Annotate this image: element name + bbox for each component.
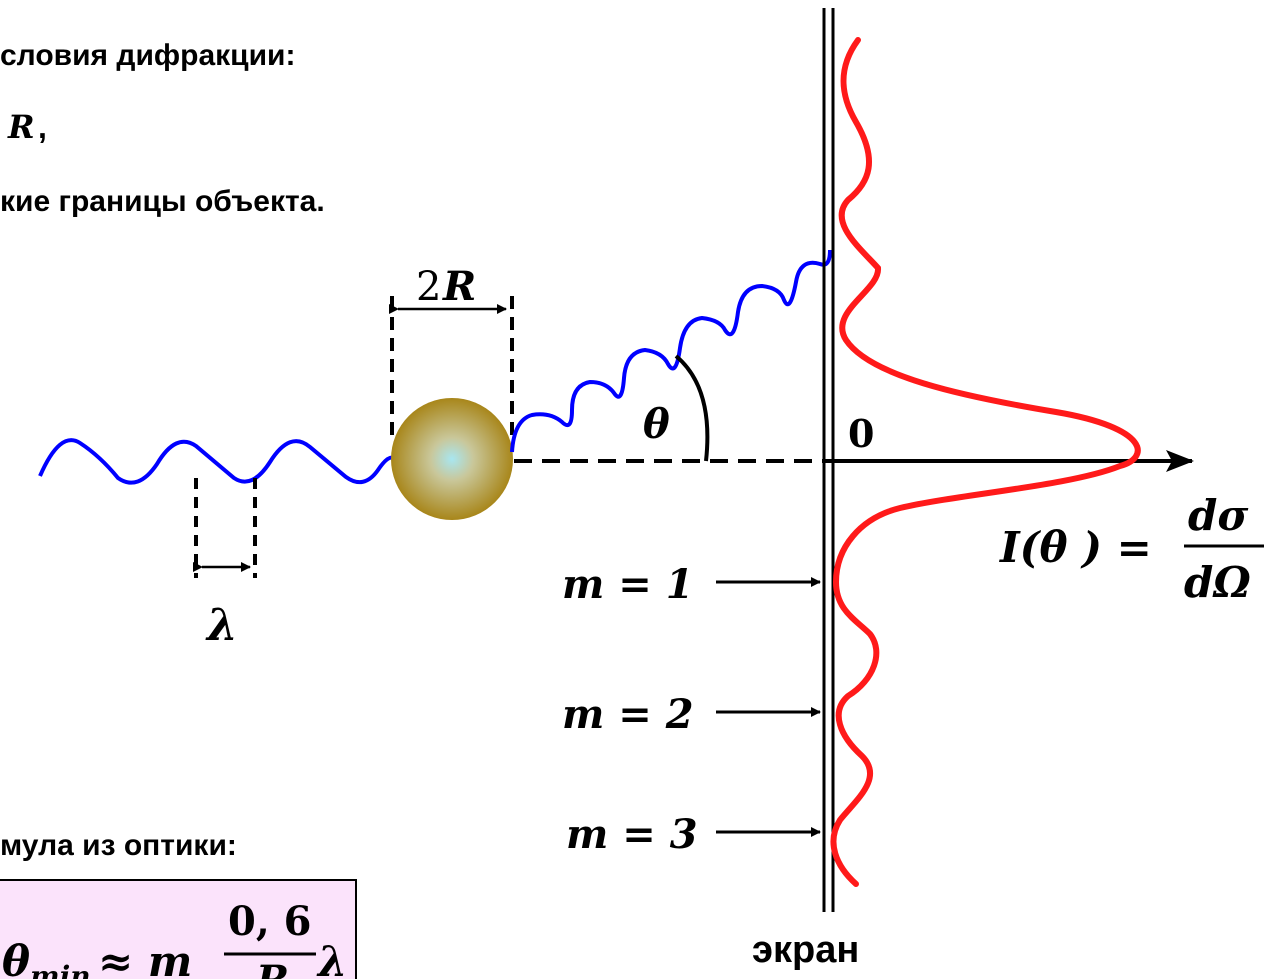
intensity-curve xyxy=(830,37,1141,887)
minimum-2-label: m = 2 xyxy=(562,691,694,738)
diameter-coef: 2 xyxy=(416,264,441,310)
origin-label: 0 xyxy=(848,411,874,456)
condition-line-2-comma: , xyxy=(38,109,47,145)
optics-theta: θ xyxy=(2,937,30,979)
incident-wave xyxy=(38,438,395,485)
angle-label: θ xyxy=(643,401,670,448)
condition-line-1: словия дифракции: xyxy=(0,39,295,72)
condition-line-2-var: R xyxy=(7,108,35,146)
optics-fraction-denominator: R xyxy=(255,957,289,979)
intensity-formula-numerator: dσ xyxy=(1188,491,1248,540)
minimum-1-label: m = 1 xyxy=(562,561,694,608)
diameter-var: R xyxy=(442,263,476,310)
optics-formula-box xyxy=(0,879,357,979)
screen-label: экран xyxy=(752,929,859,971)
optics-subscript: min xyxy=(30,960,91,979)
wavelength-label: λ xyxy=(205,600,238,651)
condition-line-3: кие границы объекта. xyxy=(0,185,325,218)
intensity-formula-denominator: dΩ xyxy=(1184,558,1251,607)
angle-arc xyxy=(674,354,710,462)
scattered-wave xyxy=(510,249,832,453)
intensity-formula-lhs: I(θ ) = xyxy=(999,523,1152,572)
optics-lambda: λ xyxy=(316,937,347,979)
minimum-3-label: m = 3 xyxy=(566,811,698,858)
optics-heading: мула из оптики: xyxy=(0,829,237,862)
scattering-sphere xyxy=(391,398,513,520)
optics-relation: ≈ m xyxy=(98,937,192,979)
optics-fraction-numerator: 0, 6 xyxy=(228,898,312,945)
